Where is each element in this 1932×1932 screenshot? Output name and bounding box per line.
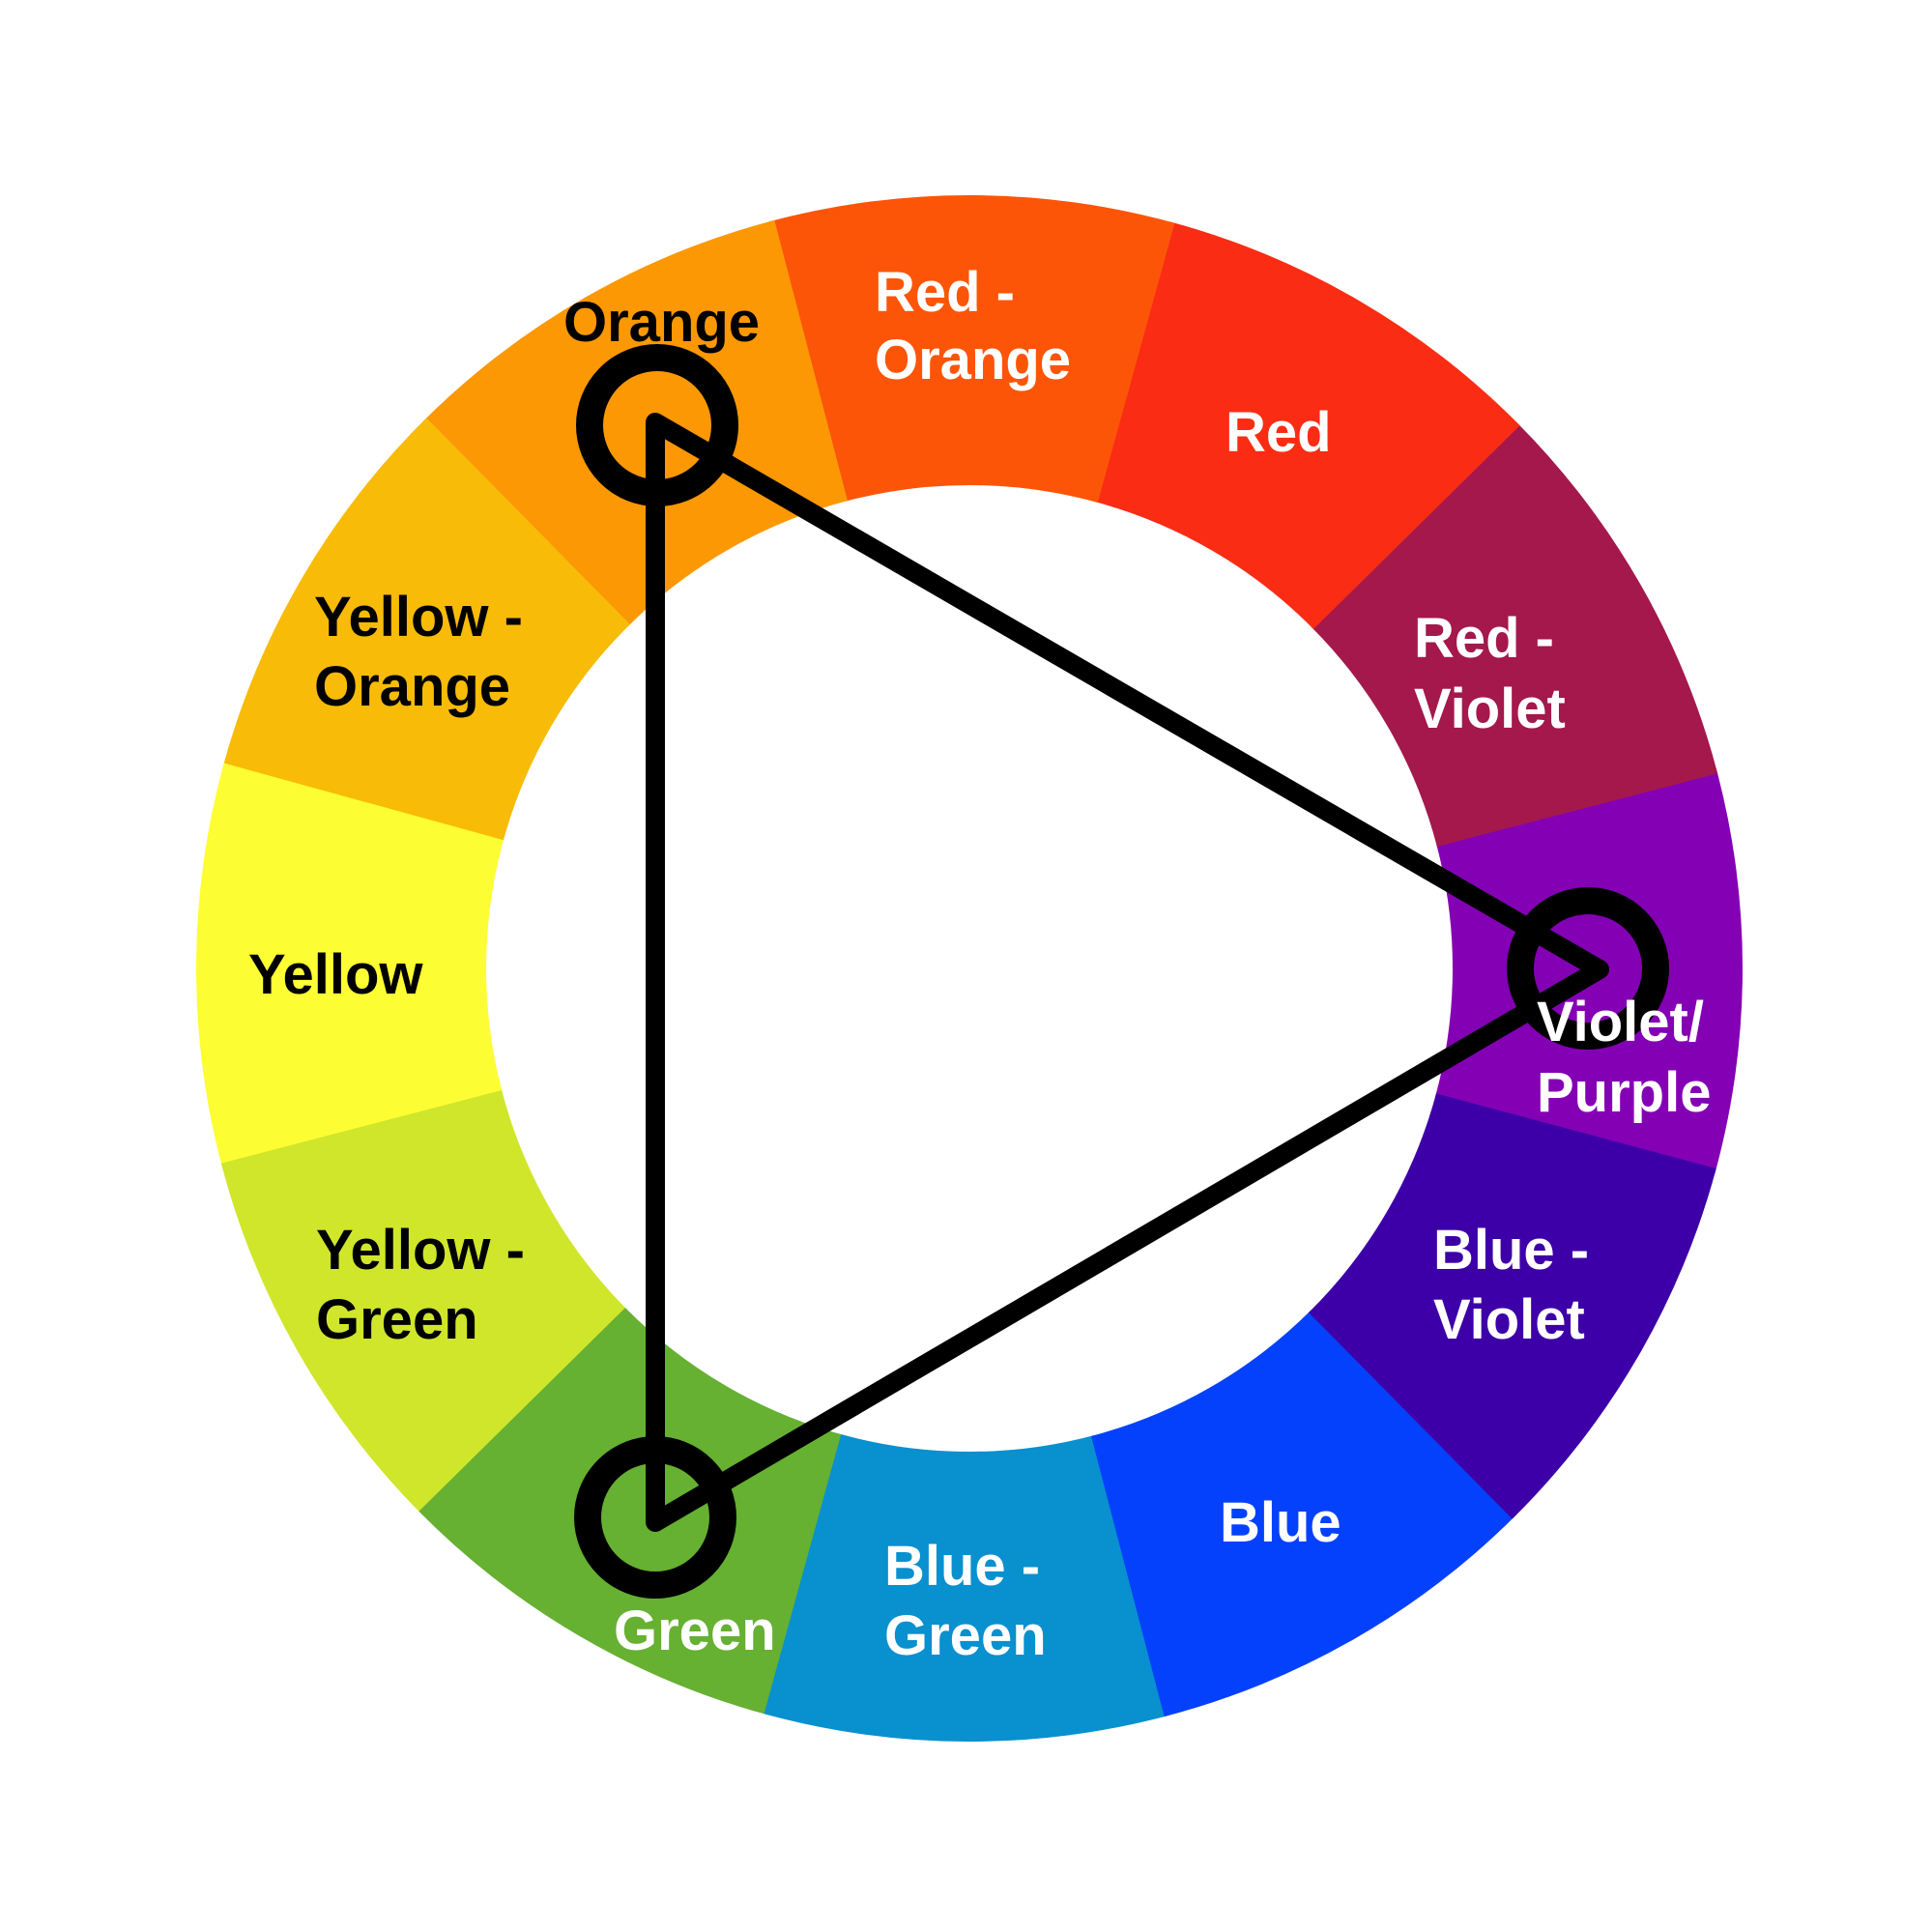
- triangle-outline: [646, 413, 1609, 1532]
- label-line: Yellow -: [316, 1219, 525, 1282]
- label-line: Red: [1226, 401, 1332, 464]
- label-line: Violet: [1433, 1288, 1585, 1351]
- label-yellow-green: Yellow -Green: [316, 1219, 525, 1351]
- label-line: Yellow: [248, 943, 423, 1006]
- triad-markers: [574, 344, 1669, 1599]
- label-line: Green: [884, 1604, 1047, 1667]
- segment-blue-violet: [1309, 1093, 1716, 1519]
- label-line: Blue: [1220, 1491, 1341, 1554]
- triadic-triangle: [646, 413, 1609, 1532]
- segment-blue-green: [764, 1434, 1170, 1742]
- label-line: Purple: [1537, 1061, 1712, 1124]
- label-blue-green: Blue -Green: [884, 1535, 1047, 1667]
- label-line: Green: [316, 1288, 478, 1351]
- label-line: Violet: [1414, 678, 1566, 740]
- label-line: Red -: [1414, 607, 1554, 670]
- label-line: Orange: [875, 329, 1071, 391]
- label-red: Red: [1226, 401, 1332, 464]
- label-blue: Blue: [1220, 1491, 1341, 1554]
- label-green: Green: [614, 1600, 776, 1662]
- label-red-orange: Red -Orange: [875, 261, 1071, 391]
- segment-yellow-orange: [222, 418, 630, 844]
- label-line: Orange: [314, 655, 510, 718]
- label-red-violet: Red - Violet: [1414, 607, 1566, 740]
- label-line: Orange: [563, 291, 760, 354]
- label-line: Yellow -: [314, 586, 523, 649]
- label-line: Green: [614, 1600, 776, 1662]
- label-line: Blue -: [884, 1535, 1040, 1598]
- marker-ring-orange-icon: [576, 344, 738, 506]
- label-orange: Orange: [563, 291, 760, 354]
- label-yellow: Yellow: [248, 943, 423, 1006]
- segment-green: [418, 1308, 845, 1716]
- segment-red: [1094, 221, 1520, 629]
- label-blue-violet: Blue -Violet: [1433, 1219, 1589, 1351]
- wheel-segments: [196, 195, 1743, 1742]
- segment-red-orange: [768, 195, 1175, 503]
- label-yellow-orange: Yellow -Orange: [314, 586, 523, 718]
- label-violet-purple: Violet/Purple: [1537, 991, 1712, 1124]
- label-line: Blue -: [1433, 1219, 1589, 1282]
- label-line: Violet/: [1537, 991, 1704, 1053]
- marker-ring-violet-purple-icon: [1507, 887, 1669, 1050]
- segment-yellow: [196, 763, 504, 1169]
- marker-ring-green-icon: [574, 1436, 736, 1599]
- label-line: Red -: [875, 261, 1015, 324]
